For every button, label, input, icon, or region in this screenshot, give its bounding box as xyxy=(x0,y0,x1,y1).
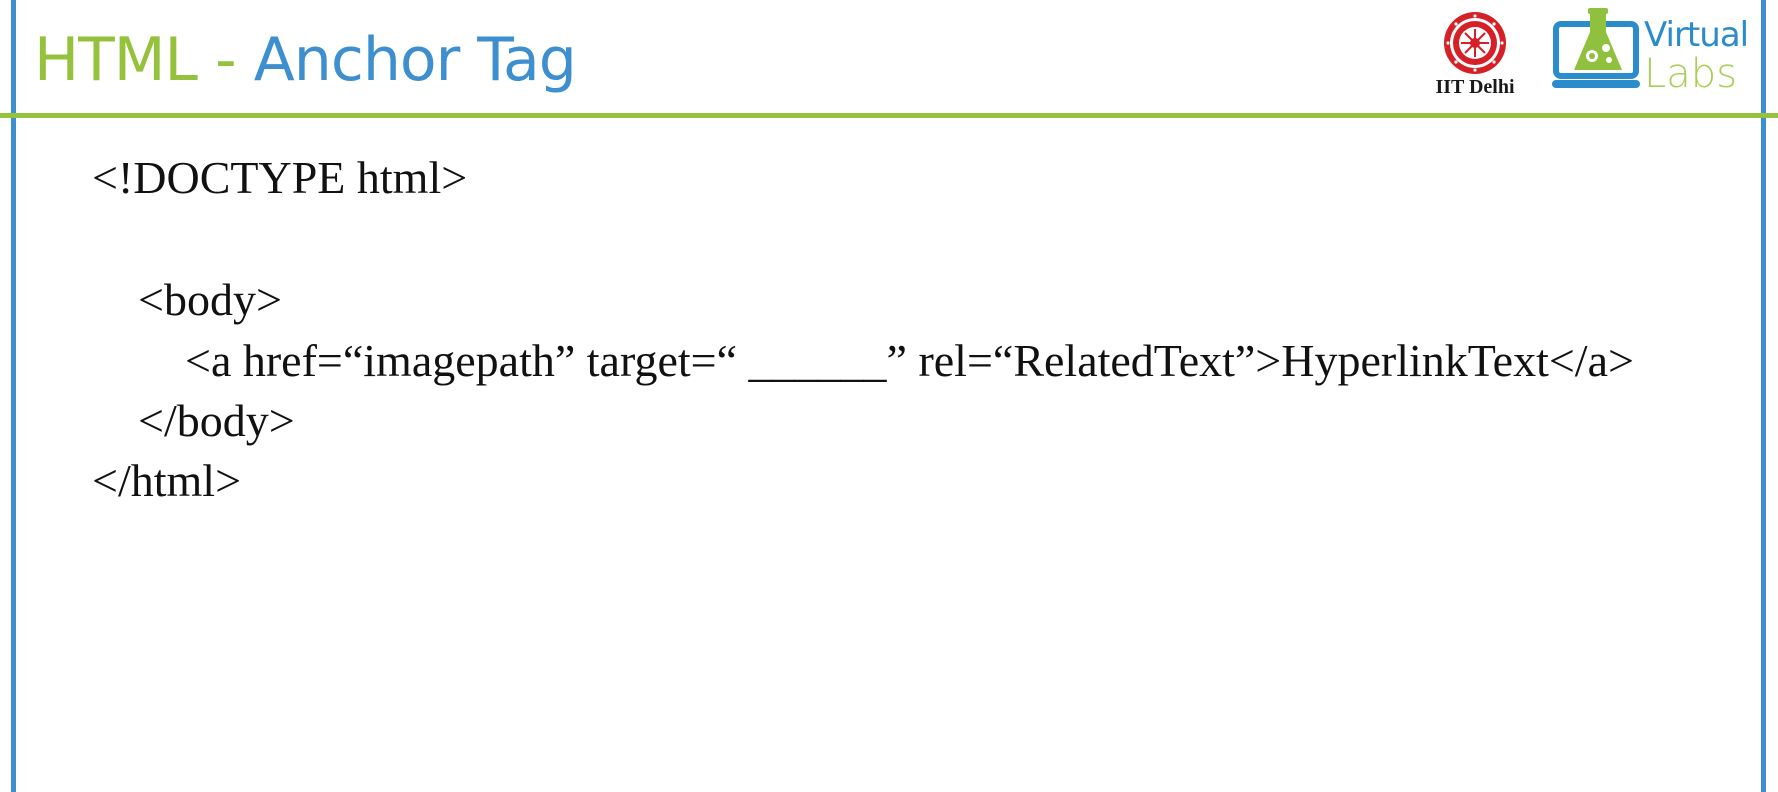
left-border-bar xyxy=(11,0,16,792)
iit-delhi-caption: IIT Delhi xyxy=(1435,76,1515,98)
virtual-labs-flask-laptop-icon xyxy=(1552,8,1640,88)
iit-delhi-seal-icon xyxy=(1444,12,1506,74)
slide-title: HTML - Anchor Tag xyxy=(34,20,577,100)
code-line-doctype: <!DOCTYPE html> xyxy=(92,152,468,203)
virtual-labs-logo: Virtual Labs xyxy=(1552,8,1752,98)
title-anchor-tag: Anchor Tag xyxy=(253,25,577,95)
code-line-body-open: <body> xyxy=(138,274,282,325)
iit-delhi-logo: IIT Delhi xyxy=(1425,8,1525,104)
title-underline-rule xyxy=(0,113,1778,118)
code-line-anchor: <a href=“imagepath” target=“ ______” rel… xyxy=(185,335,1634,386)
virtual-labs-word-labs: Labs xyxy=(1644,51,1738,97)
title-html: HTML xyxy=(34,25,198,95)
code-line-html-close: </html> xyxy=(92,455,242,506)
code-line-body-close: </body> xyxy=(138,395,295,446)
right-border-bar xyxy=(1761,0,1766,792)
title-separator: - xyxy=(196,25,254,95)
virtual-labs-word-virtual: Virtual xyxy=(1644,15,1749,55)
